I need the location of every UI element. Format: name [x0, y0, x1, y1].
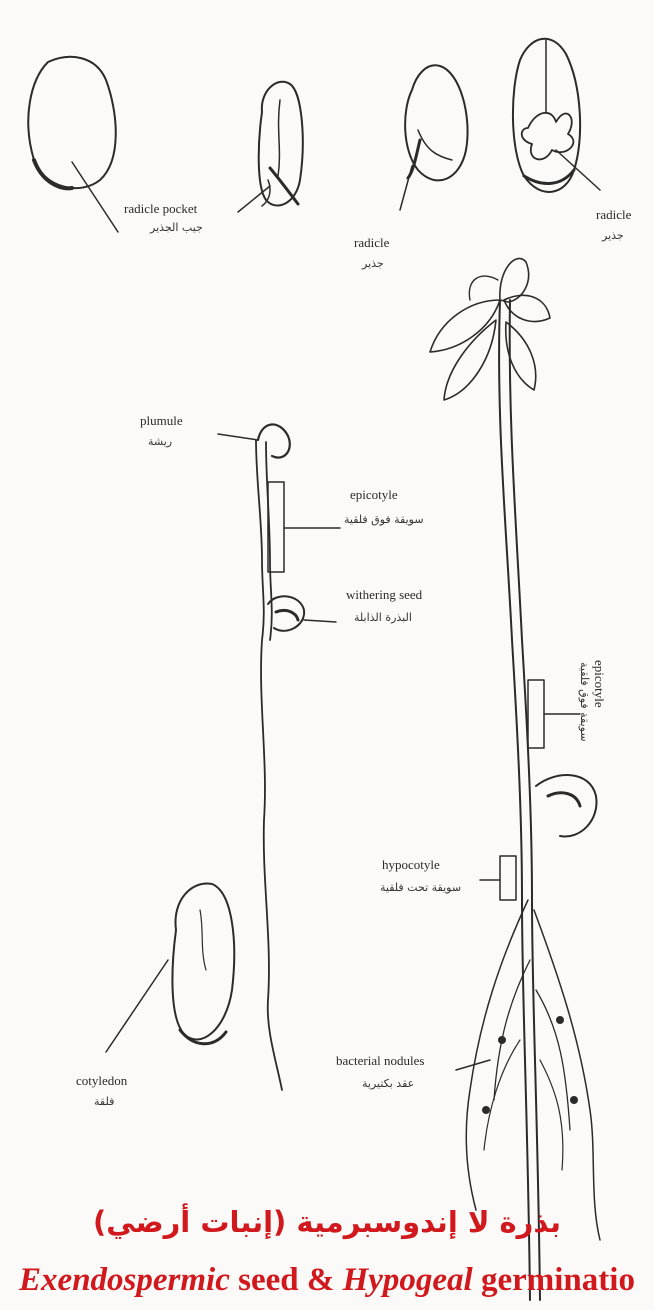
label-cotyledon: cotyledon — [76, 1074, 127, 1087]
cotyledon-drawing — [106, 883, 234, 1052]
label-radicle-pocket-ar: جيب الجذير — [150, 222, 203, 233]
label-radicle-right-ar: جذير — [602, 230, 624, 241]
label-hypocotyle: hypocotyle — [382, 858, 440, 871]
label-epicotyle-right-ar: سويقة فوق فلقية — [579, 662, 590, 742]
title-english-part4: germinatio — [473, 1262, 635, 1298]
label-hypocotyle-ar: سويقة تحت فلقية — [380, 882, 461, 893]
label-radicle-mid: radicle — [354, 236, 389, 249]
seed-open-drawing — [238, 82, 303, 212]
label-radicle-pocket: radicle pocket — [124, 202, 197, 215]
label-bacterial-nodules: bacterial nodules — [336, 1054, 424, 1067]
label-withering-seed: withering seed — [346, 588, 422, 601]
label-radicle-mid-ar: جذير — [362, 258, 384, 269]
label-withering-seed-ar: البذرة الذابلة — [354, 612, 412, 623]
label-epicotyle: epicotyle — [350, 488, 398, 501]
title-english: Exendospermic seed & Hypogeal germinatio — [0, 1262, 654, 1299]
seed-whole-drawing — [28, 57, 118, 232]
label-plumule: plumule — [140, 414, 183, 427]
title-english-part3: Hypogeal — [343, 1262, 473, 1298]
seed-radicle-drawing — [400, 65, 468, 210]
label-plumule-ar: ريشة — [148, 436, 172, 447]
label-epicotyle-right: epicotyle — [593, 660, 606, 708]
seed-split-drawing — [513, 39, 600, 192]
title-english-part1: Exendospermic — [19, 1262, 230, 1298]
title-english-part2: seed & — [230, 1262, 343, 1298]
label-radicle-right: radicle — [596, 208, 631, 221]
label-cotyledon-ar: فلقة — [94, 1096, 114, 1107]
seedling-mature-drawing — [430, 258, 600, 1300]
label-epicotyle-ar: سويقة فوق فلقية — [344, 514, 424, 525]
title-arabic: بذرة لا إندوسبرمية (إنبات أرضي) — [0, 1205, 654, 1239]
seedling-early-drawing — [218, 424, 340, 1090]
label-bacterial-nodules-ar: عقد بكتيرية — [362, 1078, 414, 1089]
